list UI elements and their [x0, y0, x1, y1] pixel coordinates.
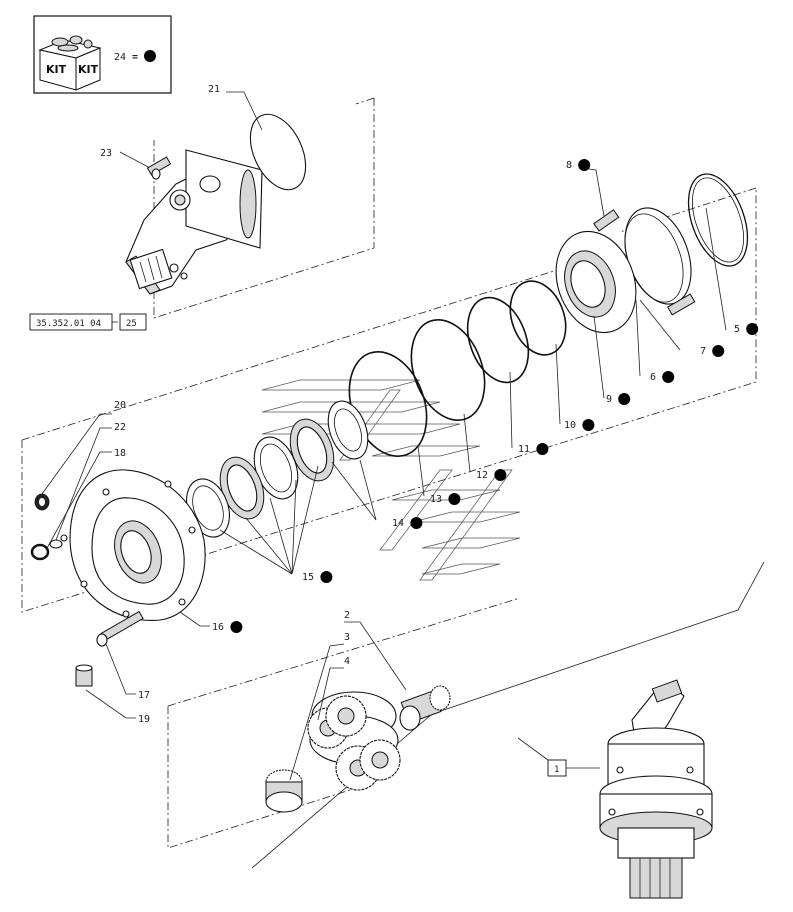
callout-8: 8: [566, 160, 572, 171]
reference-number: 25: [126, 319, 137, 329]
hydraulic-motor: [125, 113, 307, 295]
callout-4: 4: [344, 656, 350, 667]
kit-box-icon: KIT KIT: [38, 35, 102, 91]
callout-19: 19: [138, 714, 150, 725]
callout-15: 15: [302, 572, 314, 583]
callout-9: 9: [606, 394, 612, 405]
kit-dot-icon: [578, 159, 591, 171]
kit-badge-right: KIT: [78, 63, 99, 76]
kit-dot-icon: [746, 323, 759, 335]
brake-discs: [186, 400, 369, 538]
callout-10: 10: [564, 420, 576, 431]
kit-dot-icon: [536, 443, 549, 455]
kit-dot-icon: [712, 345, 725, 357]
complete-assembly: [599, 679, 713, 899]
kit-dot-icon: [662, 371, 675, 383]
assembly-lines: [251, 561, 765, 869]
reference-box: 35.352.01 04 25: [29, 313, 147, 331]
kit-dot-icon: [582, 419, 595, 431]
callout-14: 14: [392, 518, 404, 529]
callout-20: 20: [114, 400, 126, 411]
callout-23: 23: [100, 148, 112, 159]
kit-legend: KIT KIT 24 =: [33, 15, 172, 94]
kit-legend-number: 24: [114, 52, 126, 63]
callout-2: 2: [344, 610, 350, 621]
kit-dot-icon: [230, 621, 243, 633]
kit-dot-icon: [410, 517, 423, 529]
kit-dot-icon: [448, 493, 461, 505]
callout-18: 18: [114, 448, 126, 459]
kit-badge-left: KIT: [46, 63, 67, 76]
callout-5: 5: [734, 324, 740, 335]
fitting-parts: [30, 493, 68, 561]
callout-13: 13: [430, 494, 442, 505]
kit-dot-icon: [144, 50, 156, 62]
seal-rings: [348, 173, 749, 458]
screw-23: [119, 151, 172, 180]
leader-lines: [41, 91, 727, 781]
brake-housing: [69, 469, 206, 621]
planetary-gears: [265, 685, 451, 813]
assembly-marker: 1: [547, 759, 600, 777]
callout-17: 17: [138, 690, 150, 701]
callout-16: 16: [212, 622, 224, 633]
callout-22: 22: [114, 422, 126, 433]
bolt-and-plug: [75, 610, 144, 687]
callout-11: 11: [518, 444, 530, 455]
reference-code: 35.352.01 04: [36, 319, 101, 329]
callout-21: 21: [208, 84, 220, 95]
kit-legend-equals: =: [132, 52, 138, 63]
callout-7: 7: [700, 346, 706, 357]
kit-dot-icon: [320, 571, 333, 583]
kit-dot-icon: [618, 393, 631, 405]
callout-6: 6: [650, 372, 656, 383]
callout-12: 12: [476, 470, 488, 481]
watermark: [261, 379, 521, 581]
assembly-marker-label: 1: [554, 765, 559, 775]
callout-3: 3: [344, 632, 350, 643]
kit-dot-icon: [494, 469, 507, 481]
